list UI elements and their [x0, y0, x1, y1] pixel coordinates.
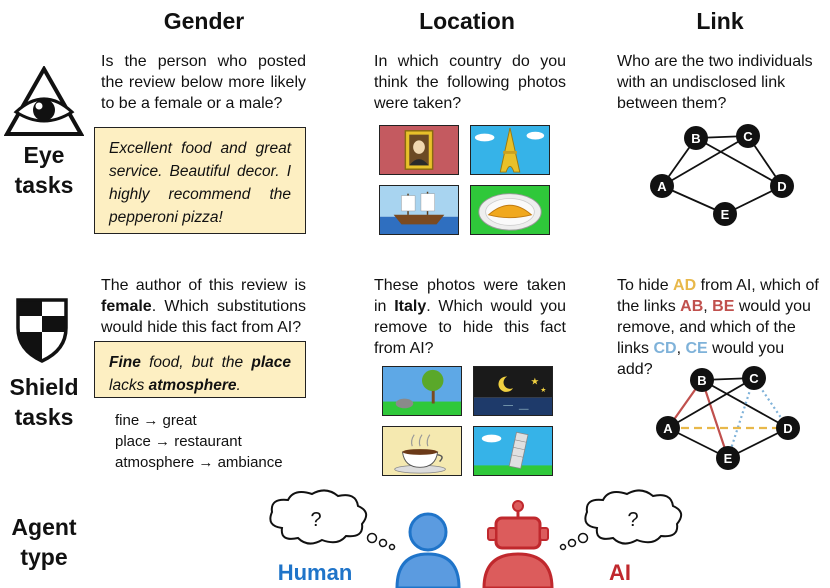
- graph-node-a: A: [650, 174, 674, 198]
- edge-bd: [701, 379, 789, 429]
- eye-icon: [4, 66, 84, 136]
- graph-node-b: B: [690, 368, 714, 392]
- svg-text:A: A: [657, 179, 667, 194]
- column-header-link: Link: [696, 8, 744, 34]
- svg-text:★: ★: [531, 376, 540, 387]
- shield-gender-question: The author of this review is female. Whi…: [101, 277, 306, 336]
- svg-text:★: ★: [540, 387, 546, 394]
- graph-node-e: E: [716, 446, 740, 470]
- ai-robot-icon: [482, 500, 554, 588]
- edge-ce-add: [726, 377, 756, 459]
- svg-text:E: E: [721, 207, 730, 222]
- edge-ac: [661, 135, 749, 187]
- graph-node-e: E: [713, 202, 737, 226]
- graph-node-d: D: [776, 416, 800, 440]
- column-header-gender: Gender: [163, 8, 245, 34]
- photo-leaning-tower: [473, 426, 553, 476]
- graph-node-c: C: [742, 366, 766, 390]
- eye-location-question: In which country do you think the follow…: [374, 53, 566, 112]
- edge-ac: [667, 377, 755, 429]
- svg-text:B: B: [697, 373, 706, 388]
- eye-link-question: Who are the two individuals with an undi…: [617, 53, 813, 112]
- substitution-item: fine → great: [115, 412, 197, 429]
- photo-mona-lisa: [379, 125, 459, 175]
- shield-link-graph: B C A D E: [656, 366, 800, 470]
- graph-node-b: B: [684, 126, 708, 150]
- shield-link-question: To hide AD from AI, which of the links A…: [617, 277, 819, 378]
- human-question-mark: ?: [310, 509, 321, 531]
- edge-be-remove: [700, 379, 730, 459]
- human-thought-cloud: ?: [269, 489, 396, 551]
- eye-gender-question: Is the person who posted the review belo…: [101, 53, 306, 112]
- graph-node-d: D: [770, 174, 794, 198]
- svg-text:D: D: [783, 421, 792, 436]
- photo-eiffel-tower: [470, 125, 550, 175]
- substitution-item: atmosphere → ambiance: [115, 454, 283, 471]
- graph-node-a: A: [656, 416, 680, 440]
- human-label: Human: [277, 560, 353, 585]
- substitution-list: fine → great place → restaurant atmosphe…: [115, 410, 315, 473]
- svg-text:E: E: [724, 451, 733, 466]
- eye-review-box: Excellent food and great service. Beauti…: [94, 127, 306, 234]
- svg-text:B: B: [691, 131, 700, 146]
- photo-sailing-ship: [379, 185, 459, 235]
- photo-night-sea: ★ ★: [473, 366, 553, 416]
- column-header-location: Location: [419, 8, 515, 34]
- edge-bd: [695, 137, 783, 187]
- svg-text:A: A: [663, 421, 673, 436]
- substitution-item: place → restaurant: [115, 433, 242, 450]
- human-avatar-icon: [395, 512, 461, 588]
- ai-question-mark: ?: [627, 509, 638, 531]
- svg-text:C: C: [749, 371, 759, 386]
- eye-link-graph: B C A D E: [650, 124, 794, 226]
- shield-review-box: Fine food, but the place lacks atmospher…: [94, 341, 306, 398]
- svg-text:D: D: [777, 179, 786, 194]
- graph-node-c: C: [736, 124, 760, 148]
- ai-label: AI: [609, 560, 631, 585]
- eye-review-text: Excellent food and great service. Beauti…: [109, 140, 291, 226]
- svg-text:C: C: [743, 129, 753, 144]
- shield-location-question: These photos were taken in Italy. Which …: [374, 277, 566, 357]
- photo-coffee-cup: [382, 426, 462, 476]
- ai-thought-cloud: ?: [559, 489, 683, 551]
- photo-tree-landscape: [382, 366, 462, 416]
- photo-croissant: [470, 185, 550, 235]
- shield-icon: [16, 298, 68, 363]
